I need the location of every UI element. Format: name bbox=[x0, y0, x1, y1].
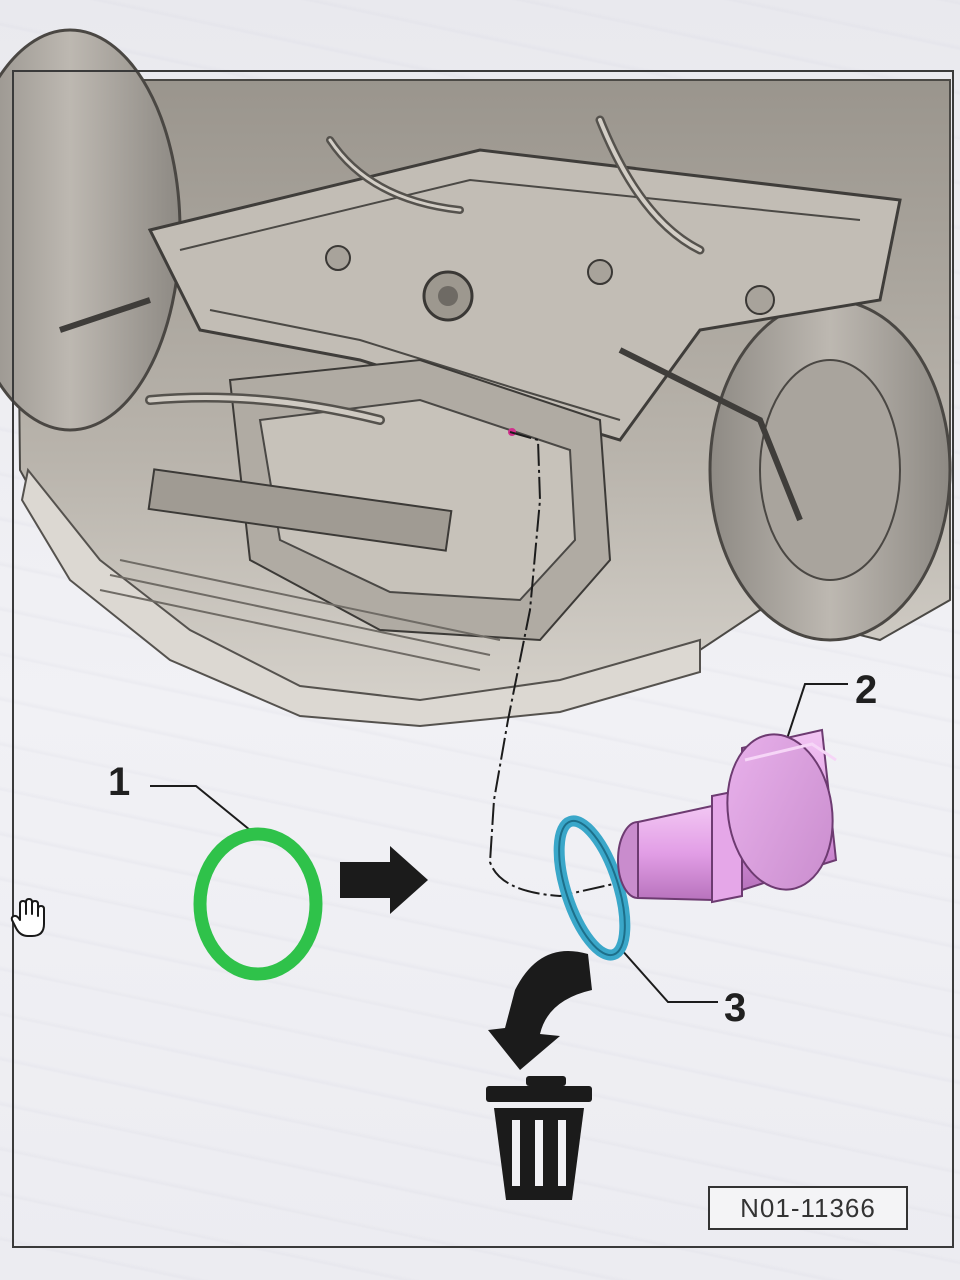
drain-location-leader bbox=[488, 431, 641, 898]
right-arrow-icon bbox=[340, 846, 428, 914]
figure-id-box: N01-11366 bbox=[708, 1186, 908, 1230]
callout-leader-2 bbox=[779, 683, 848, 761]
new-seal-ring bbox=[193, 827, 323, 981]
callout-leader-1 bbox=[150, 785, 251, 831]
callout-leader-3 bbox=[619, 947, 718, 1003]
drain-plug bbox=[617, 728, 838, 904]
callout-label-1: 1 bbox=[108, 760, 131, 804]
callout-label-2: 2 bbox=[855, 668, 878, 712]
trash-bin-icon bbox=[486, 1076, 592, 1200]
curved-arrow-icon bbox=[488, 950, 592, 1070]
hand-cursor-icon bbox=[10, 898, 45, 937]
engine-underbody bbox=[0, 28, 952, 728]
callout-label-3: 3 bbox=[724, 986, 747, 1030]
